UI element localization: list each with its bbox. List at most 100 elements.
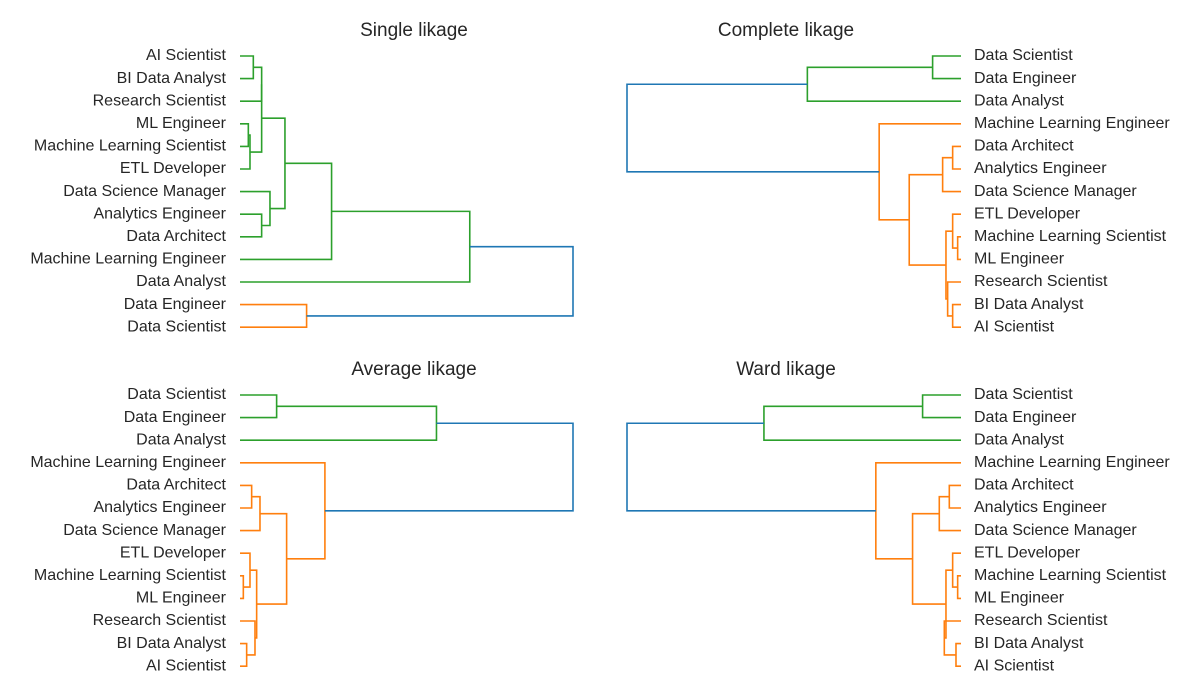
leaf-label-ai-scientist: AI Scientist	[974, 318, 1055, 335]
leaf-label-ml-engineer: ML Engineer	[974, 251, 1065, 268]
leaf-label-machine-learning-scientist: Machine Learning Scientist	[34, 567, 227, 584]
dendrogram-link-single-11	[306, 245, 574, 317]
dendrogram-link-single-3	[240, 66, 263, 102]
dendrogram-link-single-5	[240, 213, 263, 238]
dendrogram-link-complete-0	[931, 55, 961, 80]
leaf-label-data-scientist: Data Scientist	[974, 386, 1073, 403]
dendrogram-link-complete-9	[908, 173, 946, 266]
dendrogram-link-single-9	[240, 303, 308, 328]
dendrogram-link-single-4	[249, 84, 263, 153]
leaf-label-data-analyst: Data Analyst	[136, 273, 226, 290]
panel-single-linkage: Single likage AI Scientist BI Data Analys…	[30, 20, 574, 335]
leaf-label-bi-data-analyst: BI Data Analyst	[974, 296, 1084, 313]
links-average	[240, 394, 574, 667]
dendrogram-link-ward-7	[948, 484, 961, 509]
leaf-label-bi-data-analyst: BI Data Analyst	[117, 635, 227, 652]
leaf-label-data-science-manager: Data Science Manager	[974, 522, 1137, 539]
leaf-label-data-engineer: Data Engineer	[974, 409, 1077, 426]
dendrogram-link-ward-3	[951, 552, 961, 588]
leaf-label-etl-developer: ETL Developer	[120, 160, 227, 177]
panel-title-single: Single likage	[360, 20, 468, 41]
leaf-label-machine-learning-engineer: Machine Learning Engineer	[974, 454, 1170, 471]
leaf-label-ml-engineer: ML Engineer	[136, 115, 227, 132]
leaf-label-data-architect: Data Architect	[974, 477, 1074, 494]
leaf-label-data-scientist: Data Scientist	[127, 318, 226, 335]
leaf-label-data-architect: Data Architect	[126, 477, 226, 494]
leaf-label-etl-developer: ETL Developer	[120, 544, 227, 561]
leaf-label-machine-learning-engineer: Machine Learning Engineer	[30, 251, 226, 268]
dendrogram-link-complete-8	[941, 156, 961, 193]
dendrogram-link-average-8	[240, 495, 261, 532]
leaf-label-machine-learning-engineer: Machine Learning Engineer	[974, 115, 1170, 132]
leaf-label-machine-learning-scientist: Machine Learning Scientist	[974, 228, 1167, 245]
dendrogram-link-complete-1	[806, 66, 961, 102]
leaf-label-analytics-engineer: Analytics Engineer	[93, 205, 226, 222]
links-complete	[626, 55, 961, 328]
leaf-label-data-architect: Data Architect	[126, 228, 226, 245]
dendrogram-link-complete-4	[951, 303, 961, 328]
leaf-label-analytics-engineer: Analytics Engineer	[974, 160, 1107, 177]
leaf-label-data-analyst: Data Analyst	[974, 92, 1064, 109]
dendrogram-link-ward-5	[943, 620, 961, 656]
dendrogram-link-average-1	[240, 405, 438, 441]
dendrogram-link-complete-10	[878, 123, 961, 221]
leaf-label-data-science-manager: Data Science Manager	[63, 183, 226, 200]
leaf-label-ai-scientist: AI Scientist	[974, 657, 1055, 674]
leaf-label-etl-developer: ETL Developer	[974, 544, 1081, 561]
panel-title-complete: Complete likage	[718, 20, 854, 41]
leaf-label-machine-learning-scientist: Machine Learning Scientist	[34, 138, 227, 155]
dendrogram-link-complete-7	[951, 145, 961, 170]
dendrogram-link-average-11	[324, 422, 574, 512]
links-ward	[626, 394, 961, 667]
leaf-label-machine-learning-engineer: Machine Learning Engineer	[30, 454, 226, 471]
dendrogram-link-ward-10	[875, 462, 961, 560]
leaf-label-data-analyst: Data Analyst	[136, 431, 226, 448]
dendrogram-link-ward-9	[911, 512, 946, 605]
leaf-label-machine-learning-scientist: Machine Learning Scientist	[974, 567, 1167, 584]
leaf-label-data-engineer: Data Engineer	[124, 409, 227, 426]
panel-title-average: Average likage	[351, 359, 476, 380]
dendrogram-link-average-3	[240, 552, 251, 588]
dendrogram-link-average-9	[256, 512, 288, 605]
leaf-label-research-scientist: Research Scientist	[974, 612, 1108, 629]
panel-title-ward: Ward likage	[736, 359, 836, 380]
dendrogram-link-single-7	[261, 117, 286, 210]
dendrogram-link-single-10	[240, 210, 471, 283]
leaf-label-ml-engineer: ML Engineer	[974, 590, 1065, 607]
dendrogram-link-average-0	[240, 394, 278, 419]
dendrogram-link-complete-11	[626, 83, 880, 173]
leaf-label-data-science-manager: Data Science Manager	[974, 183, 1137, 200]
dendrogram-link-ward-4	[955, 642, 961, 667]
dendrogram-link-complete-3	[951, 213, 961, 249]
leaf-label-etl-developer: ETL Developer	[974, 205, 1081, 222]
leaf-label-ai-scientist: AI Scientist	[146, 657, 227, 674]
leaf-label-analytics-engineer: Analytics Engineer	[93, 499, 226, 516]
leaf-label-ai-scientist: AI Scientist	[146, 47, 227, 64]
dendrogram-link-ward-8	[938, 495, 961, 532]
leaf-label-bi-data-analyst: BI Data Analyst	[974, 635, 1084, 652]
dendrogram-link-average-5	[240, 620, 256, 656]
dendrogram-link-ward-0	[921, 394, 961, 419]
links-single	[240, 55, 574, 328]
dendrogram-link-complete-5	[946, 281, 961, 317]
dendrogram-link-ward-2	[956, 575, 961, 600]
leaf-label-research-scientist: Research Scientist	[974, 273, 1108, 290]
leaf-label-research-scientist: Research Scientist	[93, 92, 227, 109]
dendrogram-link-single-0	[240, 123, 250, 148]
leaf-label-analytics-engineer: Analytics Engineer	[974, 499, 1107, 516]
leaf-label-data-architect: Data Architect	[974, 138, 1074, 155]
leaf-label-data-engineer: Data Engineer	[124, 296, 227, 313]
dendrogram-link-average-4	[240, 642, 248, 667]
leaf-label-bi-data-analyst: BI Data Analyst	[117, 70, 227, 87]
dendrogram-link-single-2	[240, 55, 255, 80]
dendrogram-link-average-2	[240, 575, 245, 600]
leaf-label-data-scientist: Data Scientist	[974, 47, 1073, 64]
leaf-label-data-scientist: Data Scientist	[127, 386, 226, 403]
